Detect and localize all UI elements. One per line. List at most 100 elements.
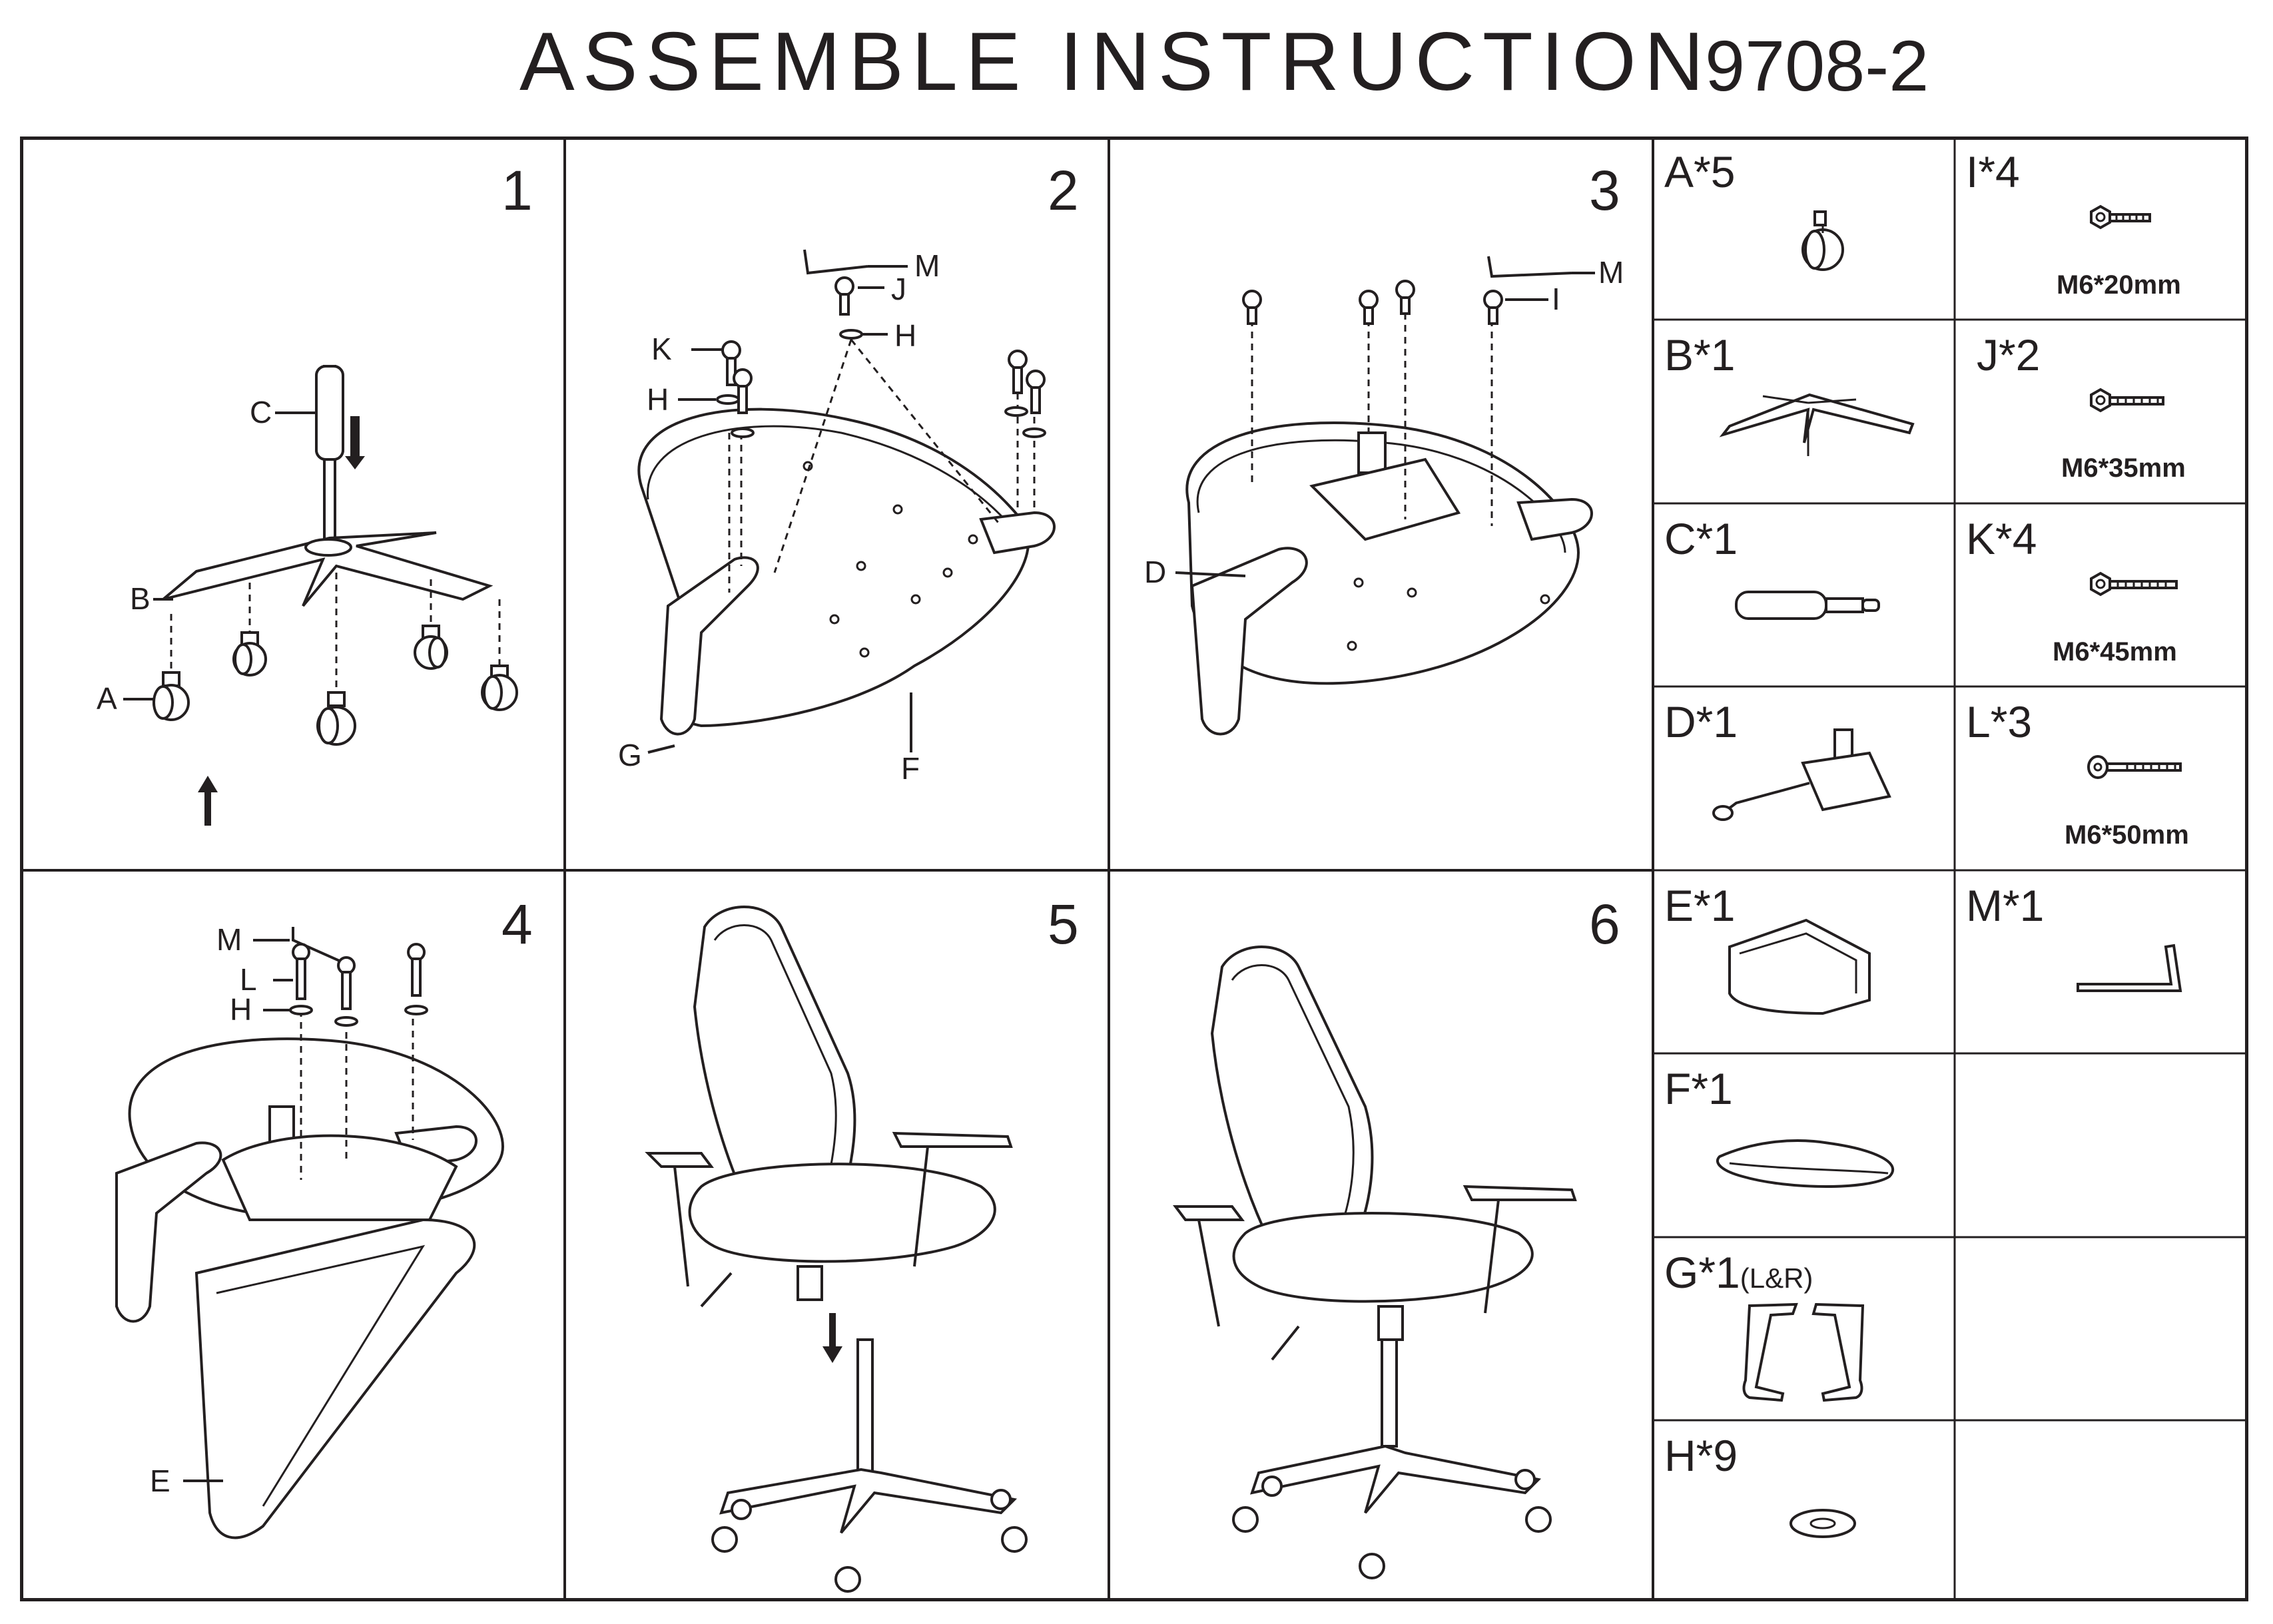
- part-label-h: H: [230, 992, 252, 1027]
- hex-key-icon: [2077, 944, 2182, 992]
- part-label-l: L: [240, 962, 257, 997]
- part-a-label: A*5: [1664, 147, 1736, 196]
- part-e-label: E*1: [1664, 881, 1736, 930]
- step-6-panel: 6: [1112, 874, 1656, 1605]
- step-number: 5: [1048, 893, 1079, 955]
- screw: [733, 368, 753, 414]
- bolt-icon: [2087, 755, 2182, 779]
- part-label-j: J: [891, 272, 906, 306]
- step-number: 4: [501, 893, 533, 955]
- backrest-icon: [1728, 918, 1871, 1015]
- part-i-spec: M6*20mm: [2057, 270, 2181, 300]
- part-b-cell: B*1: [1656, 323, 1958, 507]
- part-label-c: C: [250, 395, 272, 429]
- part-l-cell: L*3 M6*50mm: [1958, 690, 2252, 874]
- part-g-suffix: (L&R): [1740, 1262, 1813, 1294]
- screw: [1026, 370, 1046, 414]
- seat-icon: [1716, 1139, 1895, 1188]
- part-label-k: K: [651, 332, 672, 366]
- step-4-panel: 4 M L H E: [23, 874, 568, 1605]
- screw: [292, 943, 310, 1000]
- part-g-count: G*1: [1664, 1248, 1740, 1297]
- bolt-icon: [2090, 388, 2164, 413]
- screw: [834, 276, 854, 316]
- part-h-cell: H*9: [1656, 1424, 1958, 1605]
- part-label-e: E: [150, 1464, 170, 1498]
- part-empty-cell: [1958, 1240, 2252, 1424]
- caster-icon: [1801, 210, 1844, 271]
- caster: [414, 625, 448, 670]
- part-k-spec: M6*45mm: [2053, 637, 2177, 667]
- part-k-cell: K*4 M6*45mm: [1958, 507, 2252, 690]
- part-label-b: B: [130, 581, 151, 616]
- screw: [337, 956, 356, 1010]
- step-number: 3: [1589, 159, 1620, 222]
- part-l-label: L*3: [1966, 697, 2033, 746]
- part-label-m: M: [216, 922, 242, 957]
- step-6-illustration: [1173, 946, 1577, 1579]
- step-1-panel: 1 C B A: [23, 140, 568, 874]
- part-a-cell: A*5: [1656, 140, 1958, 323]
- part-j-cell: J*2 M6*35mm: [1958, 323, 2252, 507]
- part-label-h: H: [894, 318, 916, 353]
- screw: [1395, 280, 1415, 315]
- mechanism-icon: [1712, 728, 1891, 821]
- part-g-cell: G*1(L&R): [1656, 1240, 1958, 1424]
- step-number: 1: [501, 159, 533, 222]
- bolt-icon: [2090, 204, 2151, 230]
- step-number: 6: [1589, 893, 1620, 955]
- part-l-spec: M6*50mm: [2065, 820, 2189, 850]
- step-3-panel: 3 M I D: [1112, 140, 1656, 874]
- part-j-spec: M6*35mm: [2061, 453, 2186, 483]
- screw: [1242, 290, 1262, 325]
- base-icon: [1719, 393, 1915, 456]
- gas-lift-icon: [1735, 591, 1880, 620]
- step-4-illustration: M L H E: [115, 922, 505, 1539]
- step-1-illustration: C B A: [97, 365, 518, 826]
- model-number: 9708-2: [1705, 25, 1929, 106]
- screw: [1483, 290, 1503, 325]
- part-d-cell: D*1: [1656, 690, 1958, 874]
- part-i-label: I*4: [1966, 147, 2020, 196]
- part-f-label: F*1: [1664, 1064, 1733, 1113]
- part-label-g: G: [618, 738, 642, 772]
- screw: [1359, 290, 1379, 325]
- washer-icon: [1789, 1509, 1856, 1538]
- step-5-panel: 5: [568, 874, 1112, 1605]
- step-2-panel: 2: [568, 140, 1112, 874]
- caster: [316, 691, 356, 746]
- part-g-label: G*1(L&R): [1664, 1247, 1813, 1298]
- screw: [407, 943, 426, 997]
- part-label-i: I: [1552, 282, 1560, 316]
- part-m-cell: M*1: [1958, 874, 2252, 1057]
- armrest-icon: [1742, 1302, 1865, 1402]
- screw: [1008, 350, 1028, 394]
- part-label-d: D: [1144, 555, 1166, 589]
- caster: [232, 631, 267, 677]
- part-e-cell: E*1: [1656, 874, 1958, 1057]
- step-5-illustration: [645, 906, 1028, 1593]
- part-label-a: A: [97, 681, 117, 716]
- part-c-label: C*1: [1664, 514, 1738, 563]
- part-label-h: H: [647, 382, 669, 417]
- caster: [481, 665, 518, 711]
- step-number: 2: [1048, 159, 1079, 222]
- part-empty-cell: [1958, 1057, 2252, 1240]
- document-title: ASSEMBLE INSTRUCTION: [519, 16, 1712, 108]
- part-f-cell: F*1: [1656, 1057, 1958, 1240]
- part-label-m: M: [1598, 255, 1624, 290]
- part-k-label: K*4: [1966, 514, 2037, 563]
- part-label-m: M: [914, 248, 940, 283]
- part-d-label: D*1: [1664, 697, 1738, 746]
- part-b-label: B*1: [1664, 330, 1736, 380]
- part-i-cell: I*4 M6*20mm: [1958, 140, 2252, 323]
- bolt-icon: [2090, 571, 2178, 597]
- part-m-label: M*1: [1966, 881, 2045, 930]
- step-3-illustration: M I D: [1144, 255, 1624, 736]
- part-c-cell: C*1: [1656, 507, 1958, 690]
- grid-lines: [20, 136, 2248, 1601]
- step-2-illustration: M J H K H G F: [618, 248, 1056, 786]
- part-j-label: J*2: [1977, 330, 2041, 380]
- instruction-grid: 1 C B A: [20, 136, 2248, 1601]
- caster: [153, 671, 190, 721]
